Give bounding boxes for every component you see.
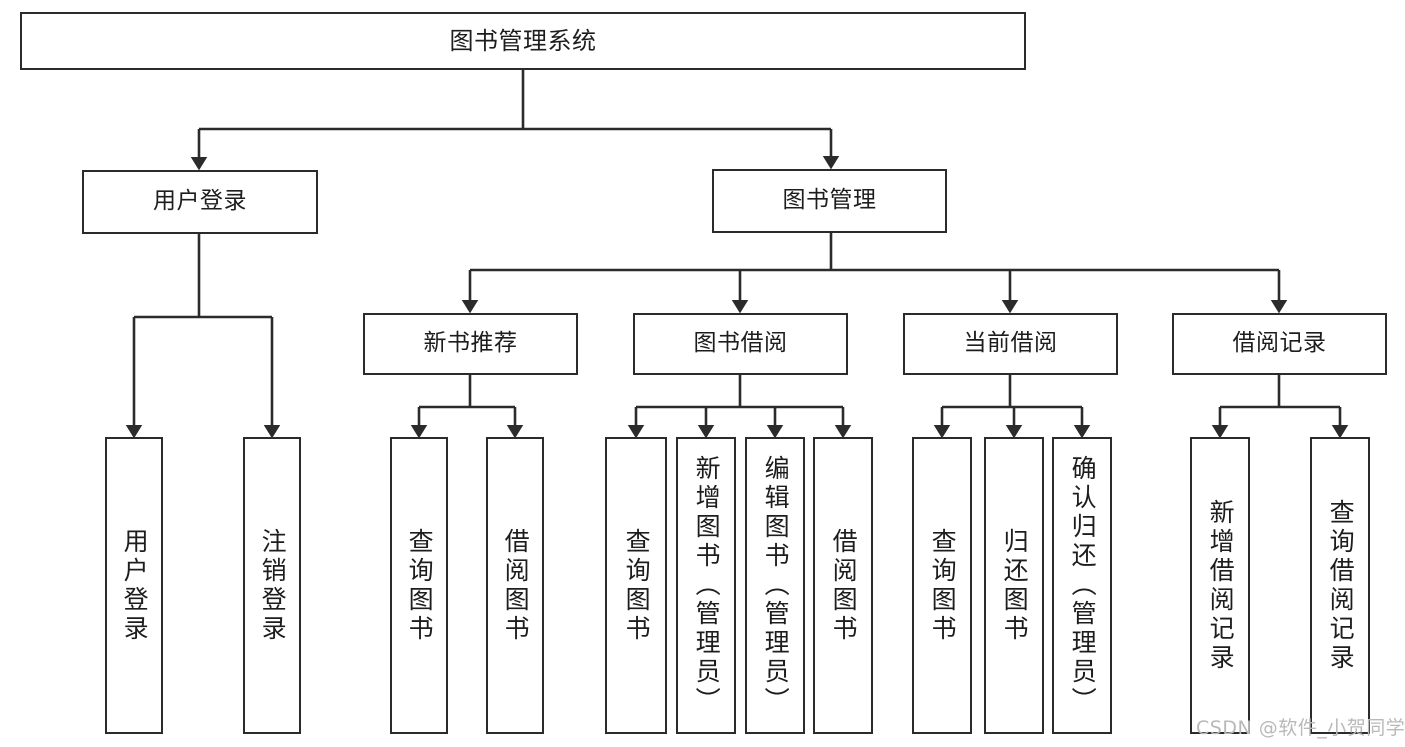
node-book-borrow-label: 图书借阅 xyxy=(693,330,788,357)
node-leaf-add-record-label: 新增借阅记录 xyxy=(1206,498,1236,673)
node-new-book-recommend[interactable]: 新书推荐 xyxy=(363,313,578,375)
node-leaf-query-record[interactable]: 查询借阅记录 xyxy=(1310,437,1370,734)
node-leaf-edit-book[interactable]: 编辑图书（管理员） xyxy=(745,437,805,734)
node-root[interactable]: 图书管理系统 xyxy=(20,12,1026,70)
node-leaf-user-logout-label: 注销登录 xyxy=(258,527,288,644)
node-leaf-query-book-2[interactable]: 查询图书 xyxy=(605,437,667,734)
node-leaf-query-book-1-label: 查询图书 xyxy=(405,527,435,644)
node-leaf-add-book-label: 新增图书（管理员） xyxy=(692,455,722,716)
node-leaf-borrow-book-2-label: 借阅图书 xyxy=(829,527,859,644)
node-leaf-return-book[interactable]: 归还图书 xyxy=(984,437,1044,734)
node-leaf-query-book-3[interactable]: 查询图书 xyxy=(912,437,972,734)
node-leaf-confirm-return-label: 确认归还（管理员） xyxy=(1068,455,1098,716)
node-borrow-record[interactable]: 借阅记录 xyxy=(1172,313,1387,375)
node-new-book-recommend-label: 新书推荐 xyxy=(423,330,518,357)
node-user-login[interactable]: 用户登录 xyxy=(82,170,318,234)
node-leaf-query-record-label: 查询借阅记录 xyxy=(1326,498,1356,673)
node-leaf-query-book-2-label: 查询图书 xyxy=(622,527,652,644)
node-root-label: 图书管理系统 xyxy=(449,26,597,55)
node-leaf-edit-book-label: 编辑图书（管理员） xyxy=(761,455,791,716)
node-leaf-query-book-3-label: 查询图书 xyxy=(928,527,958,644)
node-leaf-borrow-book-2[interactable]: 借阅图书 xyxy=(813,437,873,734)
node-borrow-record-label: 借阅记录 xyxy=(1232,330,1327,357)
node-leaf-user-logout[interactable]: 注销登录 xyxy=(243,437,301,734)
node-leaf-user-login-label: 用户登录 xyxy=(120,527,150,644)
node-current-borrow-label: 当前借阅 xyxy=(963,330,1058,357)
node-book-manage-label: 图书管理 xyxy=(782,187,877,214)
node-leaf-borrow-book-1[interactable]: 借阅图书 xyxy=(486,437,544,734)
node-book-manage[interactable]: 图书管理 xyxy=(712,169,947,233)
node-leaf-user-login[interactable]: 用户登录 xyxy=(105,437,163,734)
node-leaf-add-record[interactable]: 新增借阅记录 xyxy=(1190,437,1250,734)
node-leaf-confirm-return[interactable]: 确认归还（管理员） xyxy=(1052,437,1112,734)
node-user-login-label: 用户登录 xyxy=(153,188,247,215)
node-book-borrow[interactable]: 图书借阅 xyxy=(633,313,848,375)
node-current-borrow[interactable]: 当前借阅 xyxy=(903,313,1118,375)
node-leaf-add-book[interactable]: 新增图书（管理员） xyxy=(676,437,736,734)
node-leaf-query-book-1[interactable]: 查询图书 xyxy=(390,437,448,734)
node-leaf-borrow-book-1-label: 借阅图书 xyxy=(501,527,531,644)
node-leaf-return-book-label: 归还图书 xyxy=(1000,527,1030,644)
